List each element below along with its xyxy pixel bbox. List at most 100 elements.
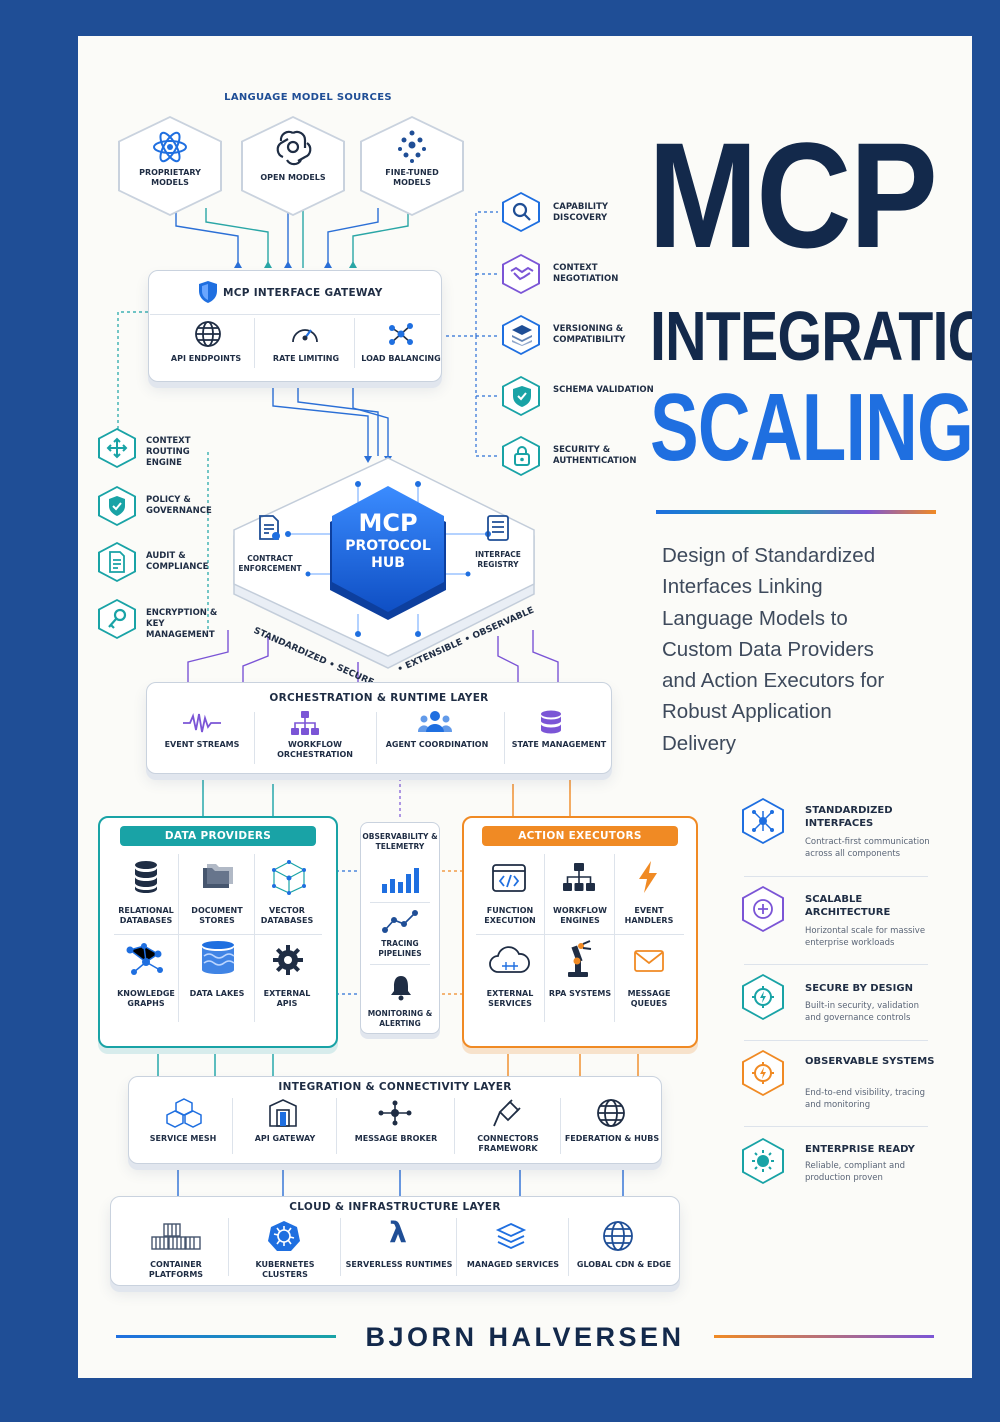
orchestration-title: ORCHESTRATION & RUNTIME LAYER: [269, 692, 489, 704]
stack-icon: [495, 1223, 527, 1249]
data-providers-title: DATA PROVIDERS: [164, 830, 272, 842]
trace-icon: [382, 910, 418, 933]
divider: [340, 1218, 341, 1276]
shield-check-icon: [109, 496, 125, 516]
data-provider-label: RELATIONAL DATABASES: [118, 906, 174, 925]
divider: [614, 854, 615, 1022]
globe-icon: [603, 1221, 633, 1251]
cubes-icon: [166, 1098, 202, 1128]
hierarchy-icon: [291, 711, 319, 735]
divider: [254, 712, 255, 764]
containers-icon: [151, 1223, 201, 1250]
divider: [354, 318, 355, 368]
sun-gear-icon: [752, 1150, 774, 1172]
author-line-left: [116, 1335, 336, 1338]
divider: [568, 1218, 569, 1276]
layers-icon: [512, 325, 532, 346]
integration-item-label: SERVICE MESH: [149, 1134, 217, 1143]
orchestration-item-label: EVENT STREAMS: [164, 740, 240, 749]
cloud-layer: [110, 1196, 680, 1286]
divider: [150, 314, 440, 315]
gear-icon: [273, 945, 303, 975]
benefit-title: ENTERPRISE READY: [805, 1144, 915, 1155]
divider: [254, 854, 255, 1022]
integration-item-label: CONNECTORS FRAMEWORK: [477, 1134, 539, 1153]
divider: [476, 934, 684, 935]
observe-icon: [752, 1062, 774, 1084]
divider: [114, 934, 322, 935]
capability-label: SCHEMA VALIDATION: [553, 385, 654, 395]
model-source-open: [241, 116, 345, 216]
control-label: AUDIT & COMPLIANCE: [146, 551, 209, 572]
divider: [544, 854, 545, 1022]
benefit-title: SCALABLE ARCHITECTURE: [805, 894, 891, 918]
action-executor-label: EXTERNAL SERVICES: [486, 989, 534, 1008]
data-providers-panel: [98, 816, 338, 1048]
author-name: BJORN HALVERSEN: [365, 1322, 685, 1352]
author-line-right: [714, 1335, 934, 1338]
gateway-item-label: LOAD BALANCING: [361, 354, 441, 363]
model-source-proprietary: [118, 116, 222, 216]
key-icon: [108, 608, 127, 629]
data-provider-label: EXTERNAL APIS: [263, 989, 311, 1008]
protocol-hub-platform: [233, 457, 535, 669]
observability-label: TRACING PIPELINES: [378, 939, 422, 958]
handshake-icon: [510, 266, 534, 281]
bar-chart-icon: [382, 868, 419, 893]
model-source-finetuned: [360, 116, 464, 216]
divider: [744, 964, 928, 965]
divider: [456, 1218, 457, 1276]
hub-title-1: MCP: [358, 509, 418, 537]
control-label: POLICY & GOVERNANCE: [146, 495, 212, 516]
contract-icon: [259, 515, 280, 540]
hierarchy-icon: [563, 863, 595, 891]
waveform-icon: [183, 713, 221, 733]
control-label: ENCRYPTION & KEY MANAGEMENT: [146, 608, 218, 640]
divider: [744, 1126, 928, 1127]
subtitle: Design of Standardized Interfaces Linkin…: [662, 544, 885, 755]
title-mcp: MCP: [648, 111, 938, 279]
orchestration-item-label: AGENT COORDINATION: [385, 740, 489, 749]
observability-label: MONITORING & ALERTING: [367, 1009, 433, 1028]
title-underline: [656, 510, 936, 514]
folders-icon: [203, 864, 233, 888]
orchestration-item-label: WORKFLOW ORCHESTRATION: [277, 740, 353, 759]
title-scaling: SCALING: [650, 374, 972, 481]
action-executor-label: EVENT HANDLERS: [624, 906, 674, 925]
hub-nodes-icon: [752, 810, 774, 832]
action-executor-label: RPA SYSTEMS: [548, 989, 612, 998]
cloud-item-label: KUBERNETES CLUSTERS: [255, 1260, 315, 1279]
dots-cluster-icon: [398, 130, 426, 163]
envelope-icon: [634, 950, 664, 972]
connector-lines: [117, 208, 639, 1196]
integration-item-label: MESSAGE BROKER: [354, 1134, 438, 1143]
benefit-title: STANDARDIZED INTERFACES: [805, 805, 893, 829]
action-executor-label: FUNCTION EXECUTION: [484, 906, 536, 925]
routing-arrows-icon: [106, 437, 128, 459]
divider: [454, 1098, 455, 1154]
action-executors-panel: [462, 816, 698, 1048]
integration-title: INTEGRATION & CONNECTIVITY LAYER: [278, 1081, 512, 1093]
gateway-title: MCP INTERFACE GATEWAY: [223, 287, 383, 299]
model-sources-title: LANGUAGE MODEL SOURCES: [224, 92, 392, 103]
lambda-icon: λ: [389, 1216, 407, 1249]
divider: [560, 1098, 561, 1154]
lake-icon: [202, 941, 235, 974]
code-window-icon: [492, 864, 526, 892]
benefit-desc: End-to-end visibility, tracing and monit…: [805, 1088, 925, 1110]
model-source-label: OPEN MODELS: [260, 173, 326, 182]
gateway-item-label: RATE LIMITING: [272, 354, 340, 363]
model-source-label: PROPRIETARY MODELS: [139, 168, 201, 187]
magnifier-icon: [512, 202, 531, 221]
divider: [254, 318, 255, 368]
scale-icon: [753, 899, 773, 919]
hub-title-2: PROTOCOL: [345, 538, 431, 554]
cloud-item-label: CONTAINER PLATFORMS: [148, 1260, 204, 1279]
data-provider-label: DOCUMENT STORES: [191, 906, 243, 925]
bell-icon: [391, 976, 411, 1001]
integration-item-label: API GATEWAY: [254, 1134, 316, 1143]
benefit-desc: Reliable, compliant and production prove…: [805, 1161, 905, 1183]
shield-icon: [199, 281, 217, 303]
integration-item-label: FEDERATION & HUBS: [564, 1134, 660, 1143]
capability-label: CONTEXT NEGOTIATION: [553, 263, 619, 284]
